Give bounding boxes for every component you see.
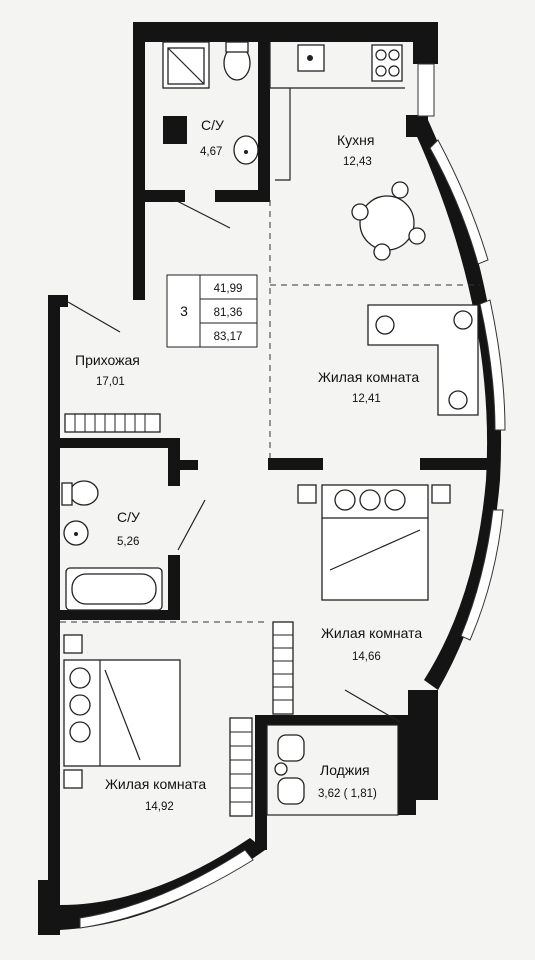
room-name-loggia: Лоджия xyxy=(320,762,370,778)
room-area-bathroom-2: 5,26 xyxy=(117,536,139,548)
room-area-loggia: 3,62 ( 1,81) xyxy=(318,788,377,800)
curved-windows xyxy=(79,139,506,929)
area-total: 81,36 xyxy=(214,307,243,319)
room-area-living-3: 14,92 xyxy=(145,801,174,813)
area-with-loggia: 83,17 xyxy=(214,331,243,343)
toilet-2 xyxy=(69,480,99,506)
room-area-living-1: 12,41 xyxy=(352,393,381,405)
walls xyxy=(38,22,502,935)
room-area-bathroom-1: 4,67 xyxy=(200,146,222,158)
area-table: 3 41,99 81,36 83,17 xyxy=(166,274,258,348)
partitions xyxy=(60,42,480,816)
wardrobe-3 xyxy=(229,717,253,817)
room-name-kitchen: Кухня xyxy=(337,132,374,148)
room-area-hallway: 17,01 xyxy=(96,376,125,388)
wardrobe-2 xyxy=(272,621,294,715)
rooms-count: 3 xyxy=(180,303,188,319)
sofa xyxy=(367,304,479,416)
kitchen-window xyxy=(417,63,435,117)
loggia-chair xyxy=(277,734,305,762)
fixtures xyxy=(61,41,479,817)
room-area-kitchen: 12,43 xyxy=(343,156,372,168)
stove xyxy=(371,44,403,82)
room-name-bathroom-1: С/У xyxy=(201,117,224,133)
dining-table xyxy=(359,195,415,251)
shower-tray xyxy=(162,41,210,89)
room-name-hallway: Прихожая xyxy=(75,352,140,368)
room-name-living-3: Жилая комната xyxy=(105,776,206,792)
room-name-living-1: Жилая комната xyxy=(318,369,419,385)
room-labels: С/У 4,67 Кухня 12,43 Прихожая 17,01 Жила… xyxy=(75,117,422,813)
room-name-bathroom-2: С/У xyxy=(117,509,140,525)
room-area-living-2: 14,66 xyxy=(352,651,381,663)
wardrobe xyxy=(64,413,161,433)
area-living: 41,99 xyxy=(214,283,243,295)
room-name-living-2: Жилая комната xyxy=(321,625,422,641)
shaft xyxy=(163,116,187,144)
